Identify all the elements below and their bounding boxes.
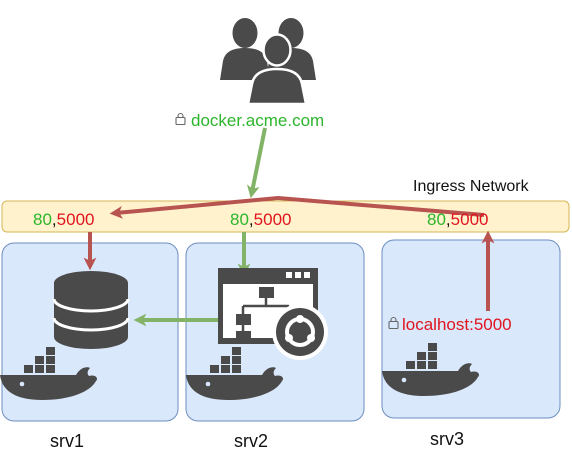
arrow-users-to-ingress [247,127,267,199]
server-label-srv1: srv1 [50,431,84,451]
port-5000: 5000 [451,210,489,229]
domain-label: docker.acme.com [191,111,324,130]
gear-icon [272,304,328,360]
server-label-srv3: srv3 [430,429,464,449]
port-80: 80 [427,210,446,229]
ingress-network-label: Ingress Network [413,178,530,195]
port-separator: , [249,210,254,229]
port-5000: 5000 [57,210,95,229]
port-5000: 5000 [254,210,292,229]
server-label-srv2: srv2 [234,431,268,451]
ingress-port-label-srv3: 80,5000 [427,210,488,229]
port-80: 80 [33,210,52,229]
lock-icon [175,112,186,126]
ingress-port-label-srv2: 80,5000 [230,210,291,229]
localhost-label: localhost:5000 [402,315,512,334]
database-icon [52,271,130,349]
ingress-port-label-srv1: 80,5000 [33,210,94,229]
users-group-icon [220,18,316,106]
port-80: 80 [230,210,249,229]
arrow-ingress-routing-mesh [109,196,485,219]
port-separator: , [446,210,451,229]
port-separator: , [52,210,57,229]
web-app-icon [218,268,318,344]
